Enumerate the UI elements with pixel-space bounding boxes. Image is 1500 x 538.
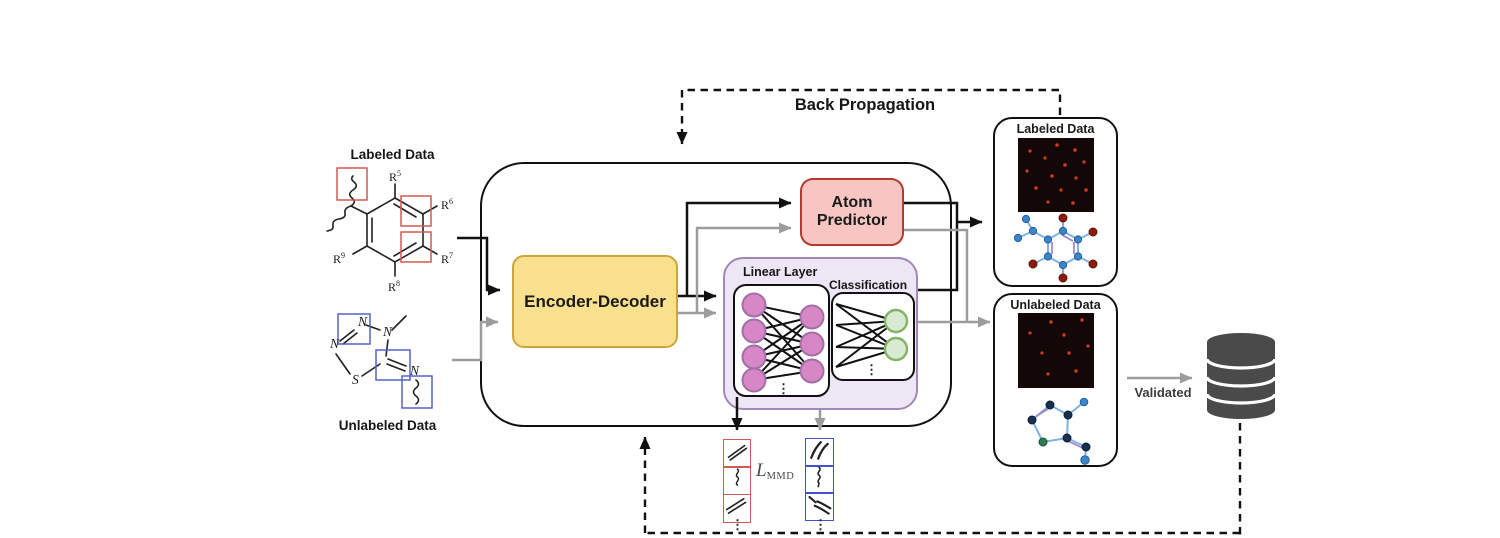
linear-layer-label: Linear Layer xyxy=(743,265,818,279)
classification-label: Classification xyxy=(829,278,908,292)
classification-network-box: ⋮ xyxy=(831,292,915,381)
svg-text:R9: R9 xyxy=(333,251,345,266)
fragment-cell xyxy=(805,492,834,522)
output-labeled-box: Labeled Data xyxy=(993,117,1118,287)
fragment-cell xyxy=(805,465,834,495)
graph-edges xyxy=(1017,218,1094,278)
output-unlabeled-title: Unlabeled Data xyxy=(1010,298,1101,312)
labeled-atom-map-image xyxy=(1018,138,1094,212)
unlabeled-fragment-column xyxy=(805,438,834,522)
validated-label: Validated xyxy=(1134,385,1192,400)
svg-text:N: N xyxy=(382,324,393,339)
classification-network: ⋮ xyxy=(835,303,909,377)
svg-text:R8: R8 xyxy=(388,279,400,294)
linear-ellipsis: ⋮ xyxy=(777,381,790,396)
unlabeled-atom-dots xyxy=(1028,318,1090,376)
linear-classification-module: Linear Layer Classification ⋮ xyxy=(723,257,918,410)
unlabeled-atom-map-image xyxy=(1018,313,1094,388)
fragment-cell xyxy=(723,439,751,468)
green-neurons xyxy=(883,308,909,362)
oxygen-nodes xyxy=(1028,213,1098,283)
svg-text:N: N xyxy=(329,336,340,351)
pink-neurons xyxy=(741,292,825,393)
loss-subscript: MMD xyxy=(766,471,795,482)
unlabeled-highlight-boxes xyxy=(337,313,433,409)
left-unlabeled-data-label: Unlabeled Data xyxy=(338,418,437,433)
labeled-fragment-column xyxy=(723,439,751,523)
database-icon xyxy=(1205,333,1277,419)
encoder-decoder-box: Encoder-Decoder xyxy=(512,255,678,348)
unlabeled-molecular-graph xyxy=(1027,397,1091,465)
graph-nodes xyxy=(1027,397,1091,465)
output-labeled-title: Labeled Data xyxy=(1016,122,1095,136)
fragment-cell xyxy=(723,466,751,496)
mmd-loss-label: LMMD xyxy=(756,460,794,482)
loss-symbol: L xyxy=(756,460,767,481)
atom-predictor-label-line2: Predictor xyxy=(816,212,888,229)
r-group-labels: R5 R6 R7 R8 R9 xyxy=(333,169,453,294)
svg-text:N: N xyxy=(409,363,420,378)
back-propagation-label: Back Propagation xyxy=(794,96,936,114)
svg-text:R6: R6 xyxy=(441,197,453,212)
graph-double-bonds xyxy=(1051,234,1075,254)
linear-layer-network: ⋮ xyxy=(741,292,825,396)
atom-labels: N N N S N xyxy=(329,314,420,387)
atom-predictor-label-line1: Atom xyxy=(831,193,873,211)
unlabeled-fragment-ellipsis: ⋮ xyxy=(814,517,827,532)
fragment-cell xyxy=(723,493,751,523)
linear-layer-network-box: ⋮ xyxy=(733,284,830,397)
thiazole-bonds xyxy=(335,315,420,405)
svg-text:S: S xyxy=(352,372,359,387)
labeled-molecule-drawing: R5 R6 R7 R8 R9 xyxy=(326,167,453,294)
labeled-atom-dots xyxy=(1025,143,1088,205)
labeled-fragment-ellipsis: ⋮ xyxy=(731,517,744,532)
output-unlabeled-box: Unlabeled Data xyxy=(993,293,1118,467)
encoder-decoder-label: Encoder-Decoder xyxy=(524,291,666,311)
svg-text:N: N xyxy=(357,314,368,329)
unlabeled-molecule-drawing: N N N S N xyxy=(329,313,433,409)
left-labeled-data-label: Labeled Data xyxy=(350,147,435,162)
svg-text:R7: R7 xyxy=(441,251,453,266)
classification-ellipsis: ⋮ xyxy=(865,362,878,377)
labeled-molecular-graph xyxy=(1013,213,1098,283)
ring-nodes xyxy=(1013,214,1083,270)
fragment-cell xyxy=(805,438,834,467)
graph-edges xyxy=(1030,401,1087,461)
svg-text:R5: R5 xyxy=(389,169,401,184)
atom-predictor-box: Atom Predictor xyxy=(800,178,904,246)
labeled-highlight-boxes xyxy=(336,167,432,263)
